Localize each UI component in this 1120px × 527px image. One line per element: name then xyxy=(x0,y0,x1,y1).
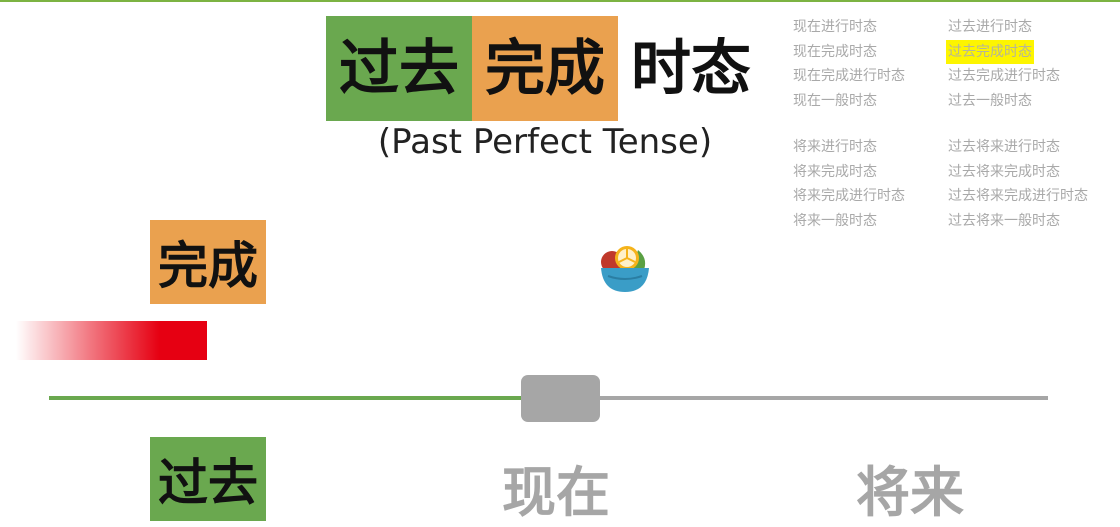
tense-item: 过去将来完成进行时态 xyxy=(948,188,1088,205)
tense-item: 过去将来进行时态 xyxy=(948,139,1060,155)
tense-item: 现在完成进行时态 xyxy=(793,68,905,85)
tense-item: 将来一般时态 xyxy=(793,212,877,229)
tense-item: 将来完成时态 xyxy=(793,163,877,180)
tense-item: 过去将来一般时态 xyxy=(948,212,1060,229)
tense-item: 将来完成进行时态 xyxy=(793,188,905,205)
tense-item: 过去完成进行时态 xyxy=(948,68,1060,85)
timeline-past-segment xyxy=(49,396,539,400)
tense-item: 现在完成时态 xyxy=(793,43,877,60)
tense-item-highlighted: 过去完成时态 xyxy=(946,39,1034,65)
tense-item: 过去进行时态 xyxy=(948,19,1032,35)
salad-bowl-icon xyxy=(601,246,649,292)
title-perfect: 完成 xyxy=(472,16,618,121)
badge-past: 过去 xyxy=(150,437,266,521)
timeline-now-handle[interactable] xyxy=(521,375,600,422)
tense-item: 过去一般时态 xyxy=(948,92,1032,109)
timeline-future-segment xyxy=(539,396,1048,400)
tense-item: 现在进行时态 xyxy=(793,19,877,35)
duration-bar xyxy=(16,321,207,360)
title-tense: 时态 xyxy=(631,33,751,104)
tense-item: 过去将来完成时态 xyxy=(948,163,1060,180)
label-future: 将来 xyxy=(856,460,964,524)
tense-list-present: 现在进行时态 现在完成时态 现在完成进行时态 现在一般时态 xyxy=(793,15,905,113)
label-now: 现在 xyxy=(502,460,610,524)
top-border xyxy=(0,0,1120,2)
title-past: 过去 xyxy=(326,16,472,121)
page-title: 过去 完成 时态 xyxy=(326,16,764,121)
tense-list-past: 过去进行时态 过去完成时态 过去完成进行时态 过去一般时态 xyxy=(946,15,1060,113)
tense-item: 现在一般时态 xyxy=(793,92,877,109)
tense-list-past-future: 过去将来进行时态 过去将来完成时态 过去将来完成进行时态 过去将来一般时态 xyxy=(948,135,1088,233)
page-subtitle: (Past Perfect Tense) xyxy=(377,122,713,162)
tense-item: 将来进行时态 xyxy=(793,139,877,155)
badge-done: 完成 xyxy=(150,220,266,304)
tense-list-future: 将来进行时态 将来完成时态 将来完成进行时态 将来一般时态 xyxy=(793,135,905,233)
